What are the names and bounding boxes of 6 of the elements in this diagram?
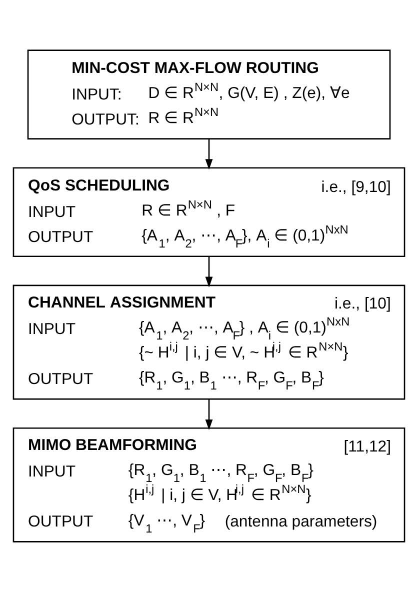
node-box: MIMO BEAMFORMING [11,12] INPUT {R$_{1}$, G$_{1}$, B$_{1}$ ⋯, R$_{F}$, G$_{F}$, B$_{F}$} {H$^{i,j}$ | i, j ∈ V, H$^{i,j}$ ∈ R$^{N×N}$} OUTPUT {V$_{1}$ ⋯, V$_{F}$} (antenna parameters): [12, 426, 406, 542]
arrow: [205, 138, 213, 170]
arrow: [205, 256, 213, 287]
node-box: QoS SCHEDULING i.e., [9,10] INPUT R ∈ R$^{N×N}$ , F OUTPUT {A$_{1}$, A$_{2}$, ⋯, A$_{F}$}, A$_{i}$ ∈ (0,1)$^{NxN}$: [12, 166, 406, 257]
arrow: [205, 398, 213, 430]
node-box: MIN-COST MAX-FLOW ROUTING INPUT: D ∈ R$^{N×N}$, G(V, E) , Z(e), ∀e OUTPUT: R ∈ R$^{N×N}$: [27, 49, 391, 139]
